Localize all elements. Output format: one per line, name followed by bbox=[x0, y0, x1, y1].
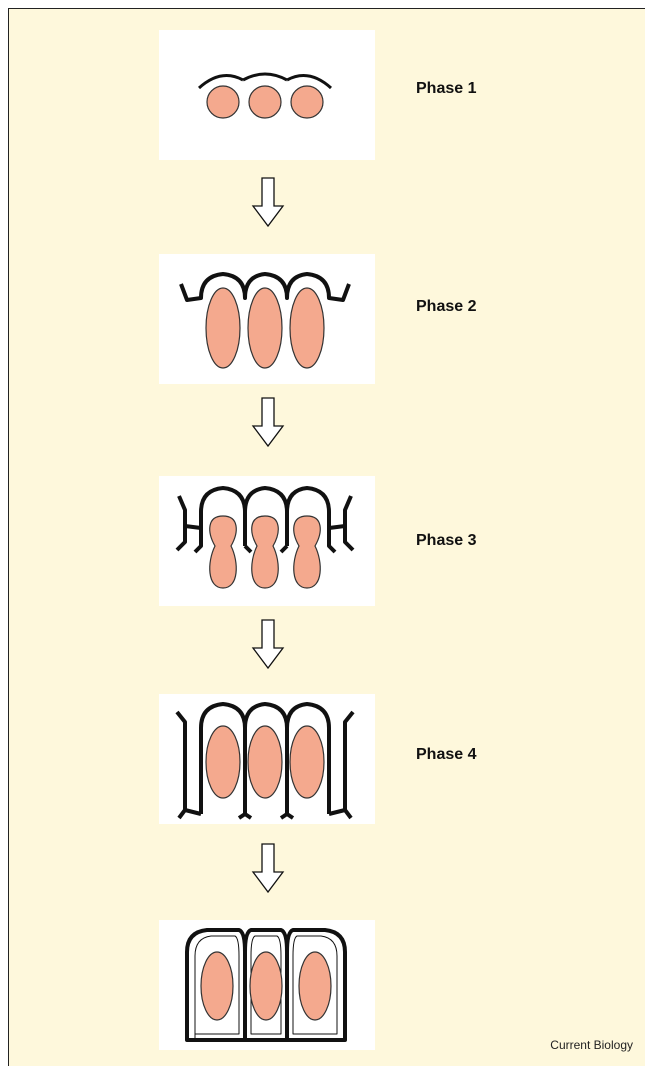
phase-2-nucleus bbox=[248, 288, 282, 368]
final-stage-nucleus bbox=[299, 952, 331, 1020]
final-stage-nucleus bbox=[201, 952, 233, 1020]
phase-3-nucleus bbox=[252, 516, 279, 588]
phase-1-diagram bbox=[159, 30, 375, 160]
phase-2-nucleus bbox=[290, 288, 324, 368]
down-arrow-icon bbox=[250, 396, 286, 450]
phase-2-diagram bbox=[159, 254, 375, 384]
phase-1-nucleus bbox=[291, 86, 323, 118]
down-arrow-icon bbox=[250, 842, 286, 896]
phase-3-nucleus bbox=[294, 516, 321, 588]
phase-1-label: Phase 1 bbox=[416, 80, 476, 98]
phase-3-label: Phase 3 bbox=[416, 532, 476, 550]
phase-3-diagram bbox=[159, 476, 375, 606]
final-stage-nucleus bbox=[250, 952, 282, 1020]
phase-1-nucleus bbox=[207, 86, 239, 118]
down-arrow-icon bbox=[250, 176, 286, 230]
phase-4-nucleus bbox=[290, 726, 324, 798]
journal-credit: Current Biology bbox=[550, 1038, 633, 1052]
phase-4-nucleus bbox=[206, 726, 240, 798]
phase-4-nucleus bbox=[248, 726, 282, 798]
down-arrow-icon bbox=[250, 618, 286, 672]
final-stage-diagram bbox=[159, 920, 375, 1050]
phase-1-nucleus bbox=[249, 86, 281, 118]
phase-3-nucleus bbox=[210, 516, 237, 588]
phase-2-nucleus bbox=[206, 288, 240, 368]
phase-2-label: Phase 2 bbox=[416, 298, 476, 316]
phase-4-diagram bbox=[159, 694, 375, 824]
phase-4-label: Phase 4 bbox=[416, 746, 476, 764]
